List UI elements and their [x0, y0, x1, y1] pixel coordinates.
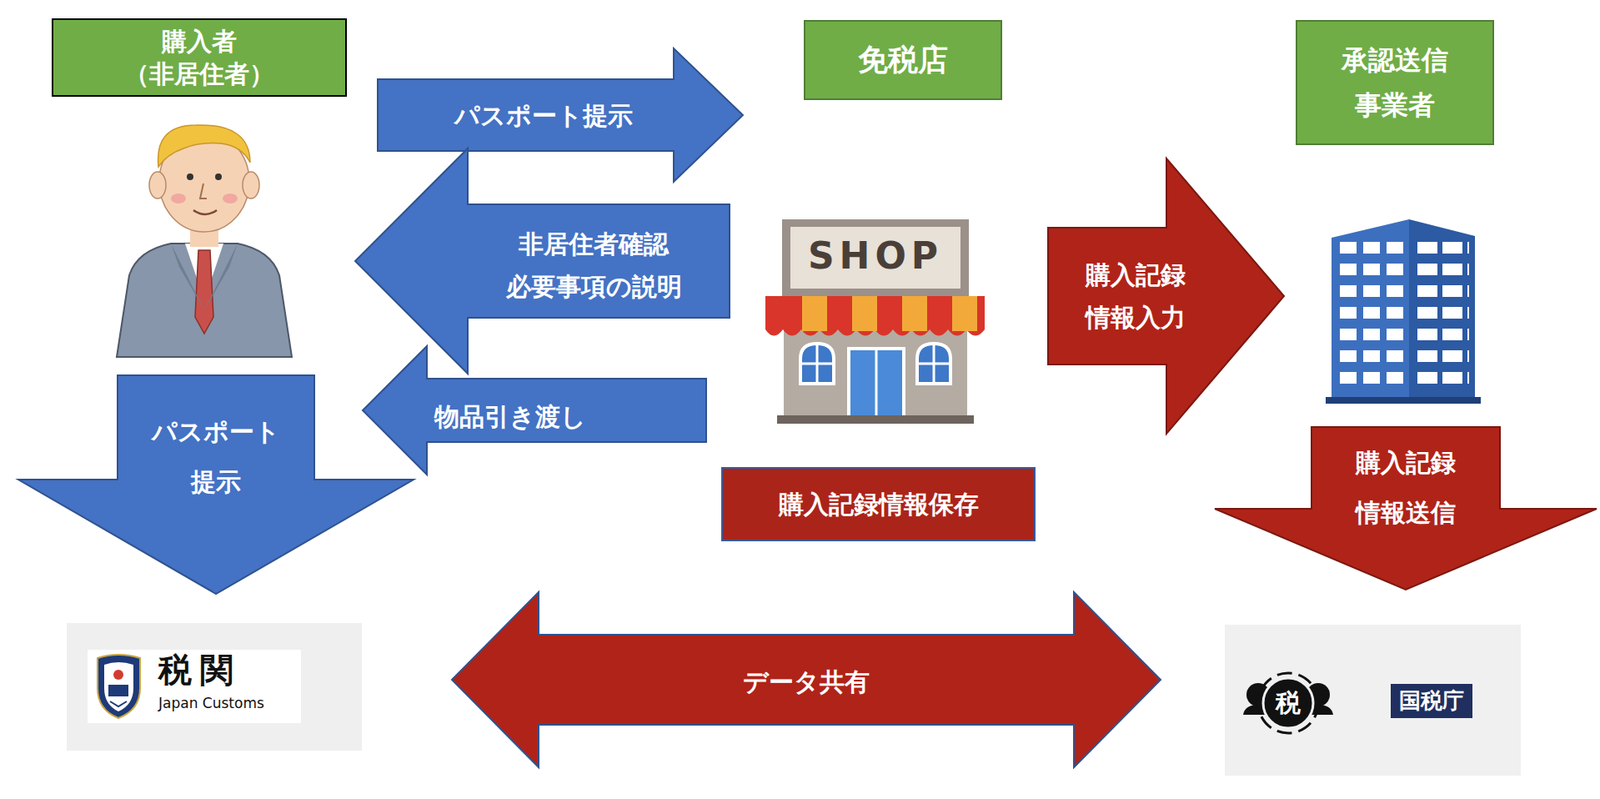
arrow-label: パスポート 提示	[151, 406, 281, 507]
agency-name: 国税庁	[1390, 683, 1473, 718]
logo-mark-text: 税	[1275, 690, 1301, 716]
logo-subtitle: Japan Customs	[158, 694, 265, 712]
arrow-label: 物品引き渡し	[434, 395, 587, 438]
buyer-illustration	[116, 125, 292, 357]
box-label: 購入記録情報保存	[778, 487, 979, 521]
box-label: 承認送信 事業者	[1341, 37, 1449, 129]
box-label: 免税店	[857, 40, 948, 81]
arrow-label: パスポート提示	[454, 94, 633, 137]
text-stack: 承認送信 事業者	[1341, 37, 1449, 129]
logo-box: 税関 Japan Customs	[66, 622, 362, 751]
block-arrow	[451, 591, 1161, 768]
block-arrow	[377, 48, 743, 182]
arrow-label: 購入記録 情報入力	[1085, 253, 1186, 339]
label-box: 承認送信 事業者	[1295, 20, 1495, 146]
label-box: 購入記録情報保存	[721, 466, 1036, 542]
block-arrow	[18, 375, 414, 594]
nta-logo-art	[1224, 624, 1521, 776]
logo-title: 税関	[158, 649, 242, 690]
text-stack: 購入記録情報保存	[778, 487, 979, 521]
arrow-label: データ共有	[742, 660, 870, 703]
arrow-label: 購入記録 情報送信	[1355, 437, 1456, 538]
block-arrow	[1048, 158, 1285, 434]
label-box: 購入者（非居住者）	[51, 18, 347, 97]
text-stack: 購入者（非居住者）	[124, 25, 275, 91]
shop-illustration	[765, 219, 985, 424]
arrow-label: 非居住者確認 必要事項の説明	[506, 222, 683, 308]
office-building	[1325, 219, 1481, 404]
logo-box: 税 国税庁	[1224, 624, 1521, 776]
block-arrow	[1214, 426, 1597, 590]
box-label: 購入者（非居住者）	[124, 25, 275, 91]
block-arrow	[362, 346, 707, 475]
block-arrow	[355, 148, 730, 374]
label-box: 免税店	[803, 20, 1003, 101]
text-stack: 免税店	[857, 40, 948, 81]
shop-sign-text: SHOP	[807, 237, 943, 275]
